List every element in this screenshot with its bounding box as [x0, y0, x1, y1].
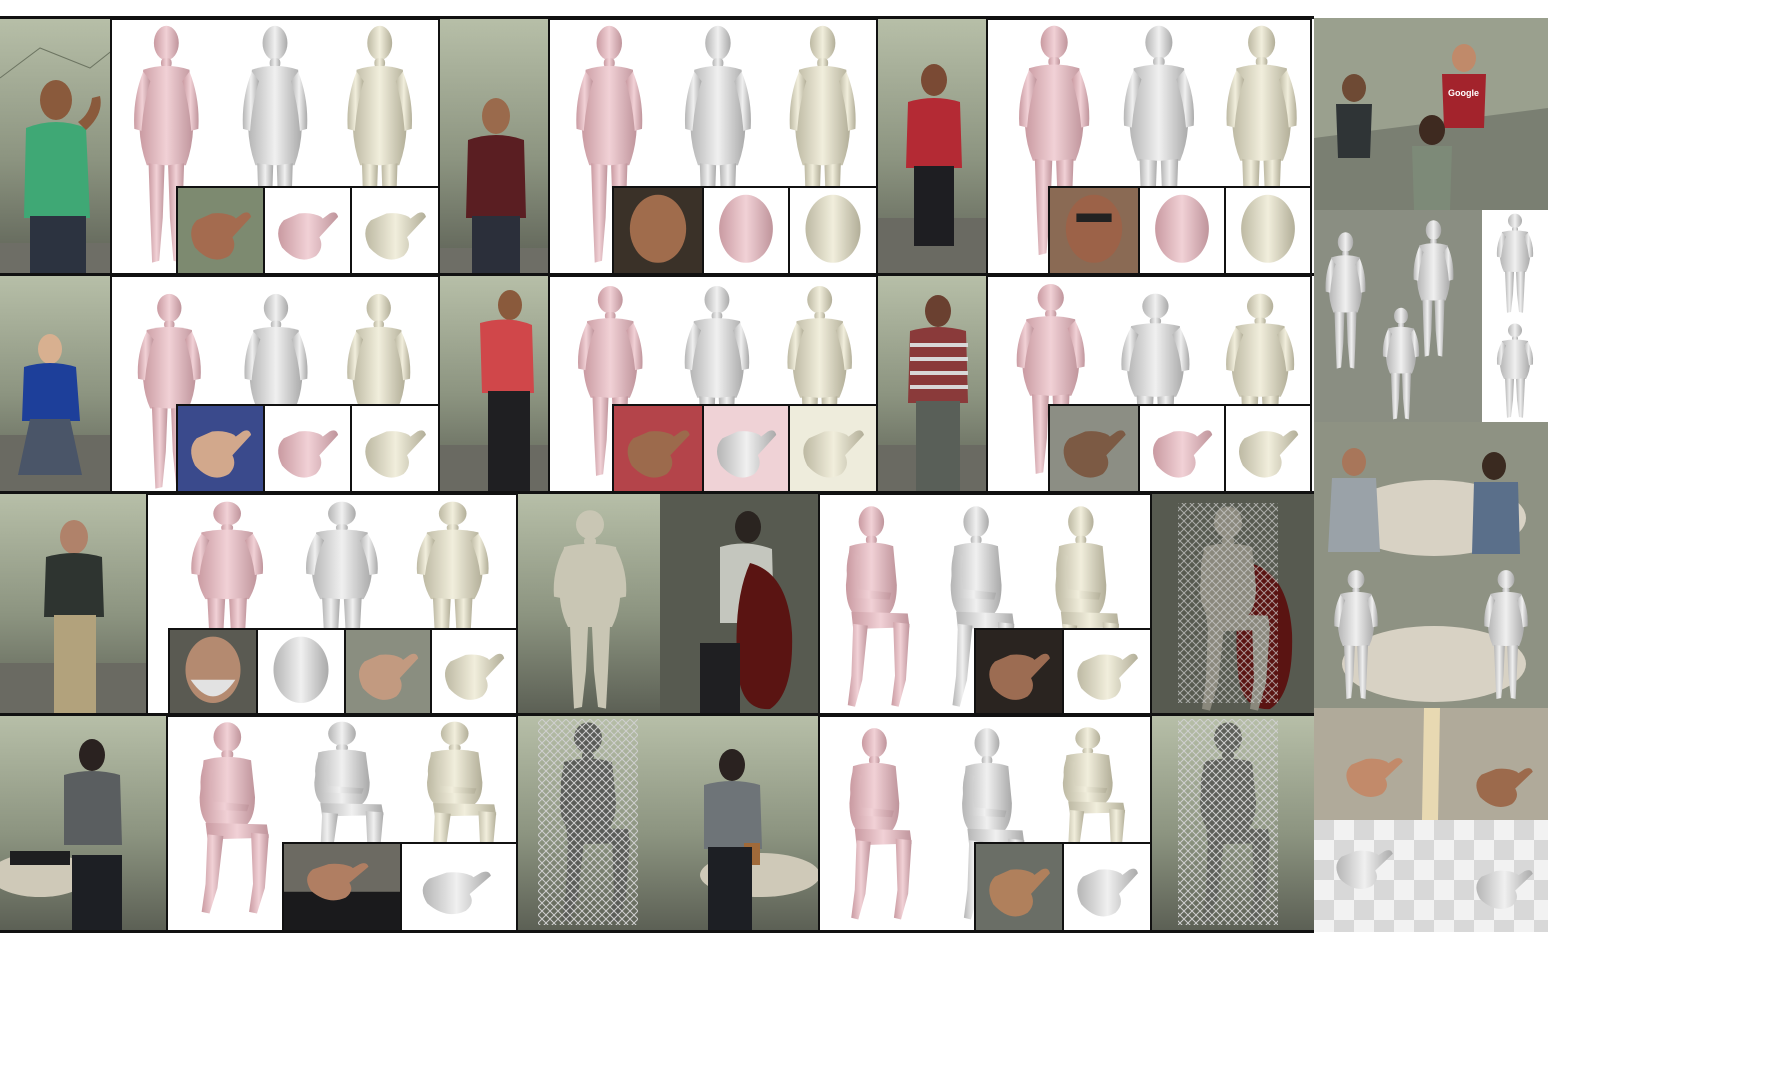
- inset-hand-photo-10: [974, 842, 1064, 932]
- inset-hand-cream-8: [1062, 628, 1152, 715]
- render-textured-cellist: [1152, 493, 1314, 715]
- inset-hand-photo-8: [974, 628, 1064, 715]
- photo-table-hands-closeup: [1314, 708, 1548, 820]
- inset-hand-photo-5: [612, 404, 704, 493]
- inset-face-photo-7: [168, 628, 258, 715]
- inset-keyboard-hands-photo: [282, 842, 402, 932]
- inset-hand-gray-10: [1062, 842, 1152, 932]
- inset-hand-pink-5: [702, 404, 790, 493]
- photo-red-shirt-man: [440, 275, 550, 493]
- photo-keyboard-man: [0, 715, 166, 932]
- photo-blue-sweater-woman: [0, 275, 110, 493]
- inset-hand-photo-4: [176, 404, 265, 493]
- row-divider: [0, 713, 1314, 716]
- inset-hand-cream-7: [430, 628, 518, 715]
- photo-bearded-man: [0, 493, 148, 715]
- photo-green-shirt-man: [0, 18, 128, 275]
- inset-hand-cream-5: [788, 404, 878, 493]
- row-divider: [0, 491, 1314, 494]
- inset-face-pink-3: [1138, 186, 1226, 275]
- inset-hand-cream-6: [1224, 404, 1312, 493]
- render-textured-headphones-man: [1152, 715, 1314, 932]
- photo-striped-shirt-man: [878, 275, 988, 493]
- inset-face-cream-2: [788, 186, 878, 275]
- row-divider: [0, 273, 1314, 276]
- render-group-scene: [1314, 210, 1482, 422]
- inset-hand-cream-1: [350, 186, 440, 275]
- render-hands-checker: [1314, 820, 1548, 932]
- render-textured-keyboard-man: [518, 715, 660, 932]
- inset-hand-pink-6: [1138, 404, 1226, 493]
- inset-hand-photo-7: [344, 628, 432, 715]
- inset-face-gray-7: [256, 628, 346, 715]
- render-group-single-1: [1482, 210, 1548, 316]
- top-border: [0, 16, 1314, 19]
- inset-hand-cream-4: [350, 404, 440, 493]
- render-textured-bearded-man: [518, 493, 660, 715]
- shirt-logo-text: Google: [1448, 88, 1479, 98]
- inset-hand-photo-6: [1048, 404, 1140, 493]
- render-table-scene: [1314, 564, 1548, 708]
- inset-face-photo-2: [612, 186, 704, 275]
- photo-plaid-shirt-man: [440, 18, 550, 275]
- photo-table-scene: [1314, 422, 1548, 564]
- inset-keyboard-hands-render: [400, 842, 518, 932]
- render-group-single-2: [1482, 316, 1548, 422]
- inset-face-photo-3: [1048, 186, 1140, 275]
- photo-red-hoodie-woman: [878, 18, 988, 275]
- photo-headphones-man: [660, 715, 818, 932]
- bottom-border: [0, 930, 1314, 933]
- photo-group-scene: Google: [1314, 18, 1548, 210]
- photo-cellist: [660, 493, 818, 715]
- inset-hand-pink-4: [263, 404, 352, 493]
- inset-hand-pink-1: [263, 186, 352, 275]
- inset-face-cream-3: [1224, 186, 1312, 275]
- inset-face-pink-2: [702, 186, 790, 275]
- inset-hand-photo-1: [176, 186, 265, 275]
